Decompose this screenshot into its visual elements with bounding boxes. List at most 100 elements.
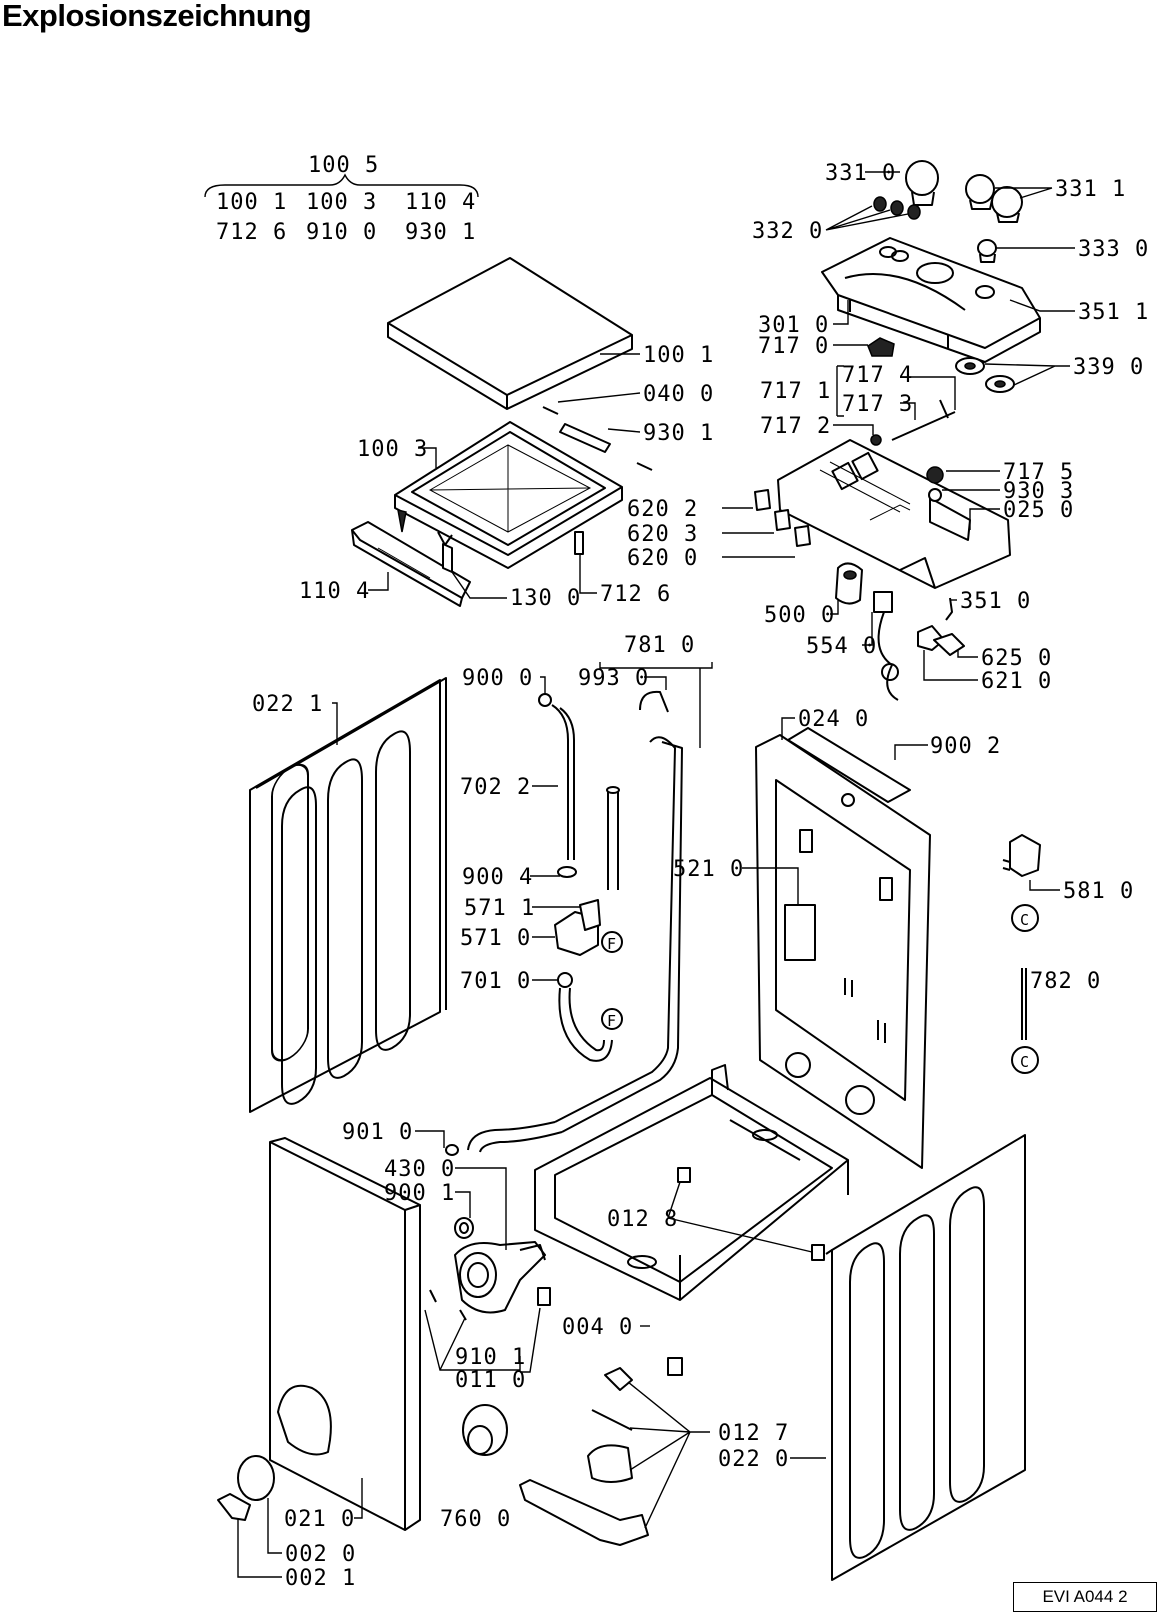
ring-9001 — [454, 1217, 474, 1239]
callout-0250: 025 0 — [1003, 498, 1074, 523]
base-frame-part — [534, 1064, 849, 1301]
svg-text:C: C — [1020, 911, 1030, 929]
callout-0127: 012 7 — [718, 1421, 789, 1446]
callout-9010: 901 0 — [342, 1120, 413, 1145]
callout-9101: 910 1 — [455, 1345, 526, 1370]
callout-9004: 900 4 — [462, 865, 533, 890]
svg-text:C: C — [1020, 1053, 1030, 1071]
callout-6210: 621 0 — [981, 669, 1052, 694]
marker-f-upper: F — [601, 931, 623, 953]
callout-1005: 100 5 — [308, 153, 379, 178]
callout-6250: 625 0 — [981, 646, 1052, 671]
plug-5810 — [1002, 834, 1041, 877]
callout-7173: 717 3 — [842, 392, 913, 417]
callout-7170: 717 0 — [758, 334, 829, 359]
door-0020 — [237, 1455, 275, 1501]
callout-9001: 900 1 — [384, 1181, 455, 1206]
callout-1104: 110 4 — [299, 579, 370, 604]
callout-0210: 021 0 — [284, 1507, 355, 1532]
valve-5710 — [554, 899, 601, 956]
front-panel-part — [269, 1137, 421, 1531]
hose-7022 — [538, 693, 577, 878]
callout-7174: 717 4 — [842, 363, 913, 388]
callout-7126a: 712 6 — [216, 220, 287, 245]
pump-housing-part — [454, 1241, 546, 1314]
rod-bracket-part — [542, 406, 653, 471]
rear-panel-part — [755, 727, 931, 1169]
marker-f-lower: F — [601, 1008, 623, 1030]
marker-c-lower: C — [1011, 1046, 1039, 1074]
callout-7010: 701 0 — [460, 969, 531, 994]
top-lid-part — [387, 257, 633, 410]
callout-5540: 554 0 — [806, 634, 877, 659]
callout-7600: 760 0 — [440, 1507, 511, 1532]
callout-4300: 430 0 — [384, 1157, 455, 1182]
hose-7010 — [557, 972, 613, 1062]
sensor-5540 — [873, 591, 899, 701]
callout-9002: 900 2 — [930, 734, 1001, 759]
callout-7820: 782 0 — [1030, 969, 1101, 994]
front-trim-part — [351, 521, 471, 607]
feet-0128 — [667, 1167, 825, 1376]
cable-7820 — [1021, 968, 1027, 1040]
callout-7126: 712 6 — [600, 582, 671, 607]
svg-text:F: F — [607, 935, 617, 953]
electronic-module-part — [777, 439, 1011, 589]
switch-7170 — [867, 337, 895, 357]
callout-1003a: 100 3 — [306, 190, 377, 215]
relays-620 — [754, 489, 811, 547]
callout-5711: 571 1 — [464, 896, 535, 921]
pump-5000 — [835, 562, 863, 605]
knob-3311-b — [991, 186, 1023, 223]
drawing-code-box: EVI A044 2 — [1013, 1582, 1157, 1612]
right-side-panel-part — [825, 1134, 1026, 1581]
latch-0021 — [217, 1493, 251, 1521]
connector-6250-6210 — [917, 625, 965, 656]
callout-5810: 581 0 — [1063, 879, 1134, 904]
callout-labels: 100 5 100 1 100 3 110 4 712 6 910 0 930 … — [216, 153, 1149, 1591]
callout-6202: 620 2 — [627, 497, 698, 522]
callout-0040: 004 0 — [562, 1315, 633, 1340]
callout-3511: 351 1 — [1078, 300, 1149, 325]
callout-1003: 100 3 — [357, 437, 428, 462]
callout-0220: 022 0 — [718, 1447, 789, 1472]
callout-1300: 130 0 — [510, 586, 581, 611]
tube-vertical — [606, 786, 620, 890]
callout-3330: 333 0 — [1078, 237, 1149, 262]
callout-7175: 717 5 — [1003, 460, 1074, 485]
callout-9301: 930 1 — [643, 421, 714, 446]
hose-7810 — [554, 690, 683, 1133]
foot-0110 — [537, 1287, 551, 1306]
callout-3311: 331 1 — [1055, 177, 1126, 202]
clip-3510 — [945, 597, 953, 621]
callout-3510: 351 0 — [960, 589, 1031, 614]
callout-1001a: 100 1 — [216, 190, 287, 215]
callout-7172: 717 2 — [760, 414, 831, 439]
kit-group-1005 — [204, 173, 479, 198]
callout-9303: 930 3 — [1003, 479, 1074, 504]
callout-0400: 040 0 — [643, 382, 714, 407]
callout-7171: 717 1 — [760, 379, 831, 404]
callout-0021: 002 1 — [285, 1566, 356, 1591]
callout-6200: 620 0 — [627, 546, 698, 571]
parts-0127 — [519, 1367, 649, 1546]
callout-9100: 910 0 — [306, 220, 377, 245]
marker-c-upper: C — [1011, 904, 1039, 932]
switch-7174-7173 — [870, 399, 956, 446]
callout-3390: 339 0 — [1073, 355, 1144, 380]
leader-lines — [237, 171, 1075, 1578]
filter-7600 — [462, 1404, 508, 1456]
callout-0221: 022 1 — [252, 692, 323, 717]
knob-3330 — [977, 239, 997, 263]
callout-9930: 993 0 — [578, 666, 649, 691]
caps-3390 — [955, 357, 1015, 393]
callout-5000: 500 0 — [764, 603, 835, 628]
callout-3310: 331 0 — [825, 161, 896, 186]
callout-1001: 100 1 — [643, 343, 714, 368]
callout-7022: 702 2 — [460, 775, 531, 800]
callout-0240: 024 0 — [798, 707, 869, 732]
top-frame-part — [394, 421, 623, 569]
callout-0020: 002 0 — [285, 1542, 356, 1567]
knob-3310 — [905, 160, 939, 206]
